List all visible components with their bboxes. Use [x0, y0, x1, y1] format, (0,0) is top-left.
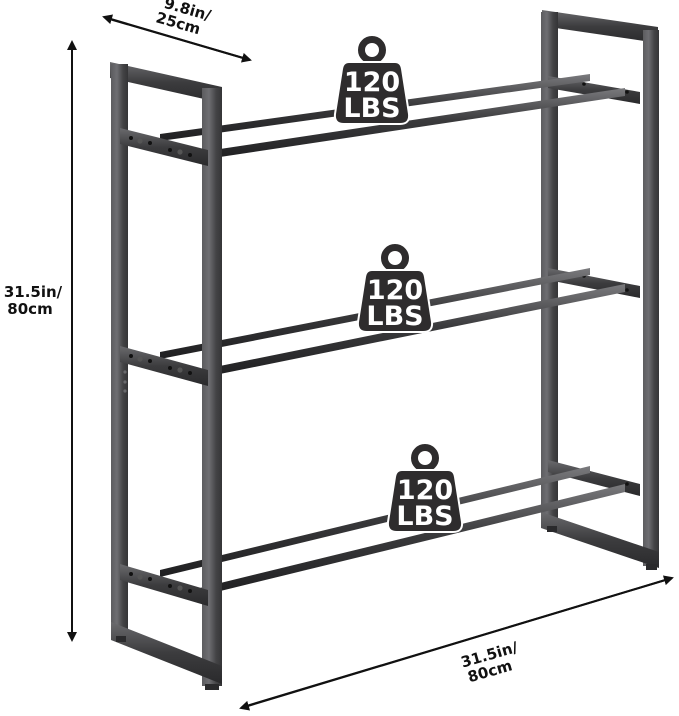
badge-weight-value: 120: [344, 67, 400, 98]
badge-weight-unit: LBS: [343, 93, 400, 124]
shelf-tier-bottom: [160, 466, 625, 596]
height-label-imperial: 31.5in/: [4, 283, 63, 301]
weight-badge-bottom: 120 LBS: [386, 442, 464, 533]
weight-badge-middle: 120 LBS: [356, 242, 434, 333]
height-dimension: 31.5in/ 80cm: [0, 40, 77, 642]
weight-badge-top: 120 LBS: [333, 34, 411, 125]
badge-weight-value: 120: [367, 275, 423, 306]
badge-weight-unit: LBS: [366, 301, 423, 332]
badge-weight-value: 120: [397, 475, 453, 506]
depth-dimension: 9.8in/ 25cm: [102, 0, 252, 63]
height-label-metric: 80cm: [7, 300, 52, 318]
width-dimension: 31.5in/ 80cm: [239, 575, 674, 711]
badge-weight-unit: LBS: [396, 501, 453, 532]
right-end-frame: [541, 10, 659, 570]
left-end-frame: [110, 62, 222, 690]
